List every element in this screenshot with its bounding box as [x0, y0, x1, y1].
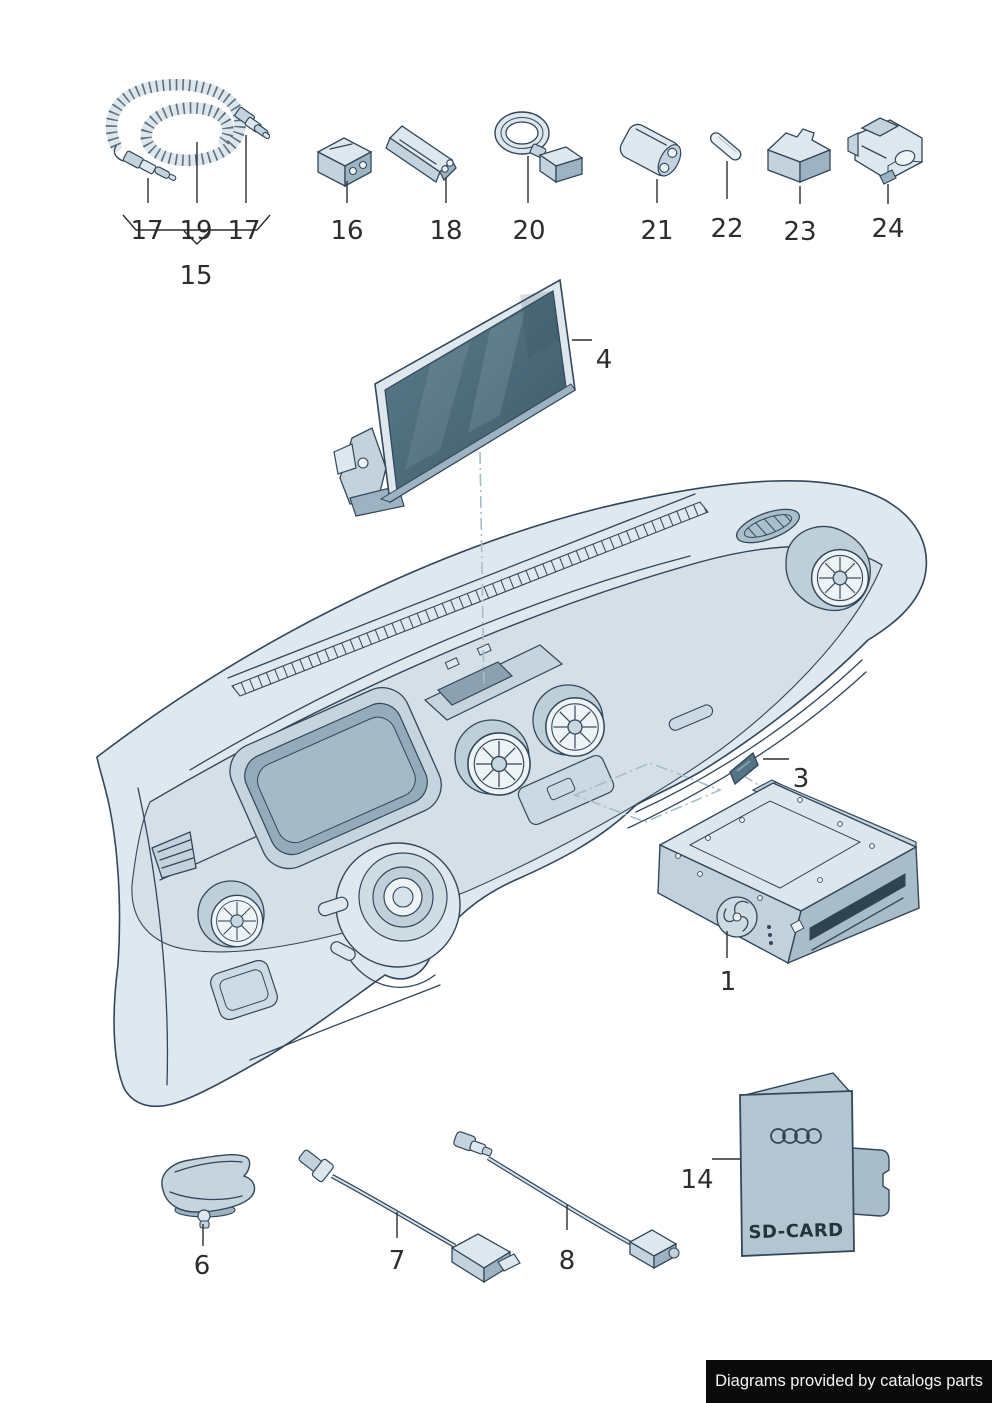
- callout-21: 21: [640, 216, 673, 246]
- callout-18: 18: [429, 216, 462, 246]
- cable-end-connector-right: [234, 106, 271, 140]
- leader-lines: [122, 135, 889, 1246]
- interface-module-18: [385, 125, 457, 183]
- cable-end-connector-left: [122, 150, 177, 181]
- provider-banner-text: Diagrams provided by catalogs parts: [715, 1372, 983, 1390]
- coiled-aerial-cable-15: [105, 78, 271, 181]
- cooling-fan: [716, 896, 758, 938]
- callout-20: 20: [512, 216, 545, 246]
- storage-pocket: [210, 959, 278, 1021]
- aerial-cable-7: [298, 1149, 521, 1284]
- sd-card-title: SD-CARD: [748, 1220, 844, 1243]
- callout-24: 24: [871, 214, 904, 244]
- callout-15: 15: [179, 261, 212, 291]
- audi-rings-icon: [770, 1128, 822, 1144]
- callout-16: 16: [330, 216, 363, 246]
- callout-8: 8: [559, 1246, 576, 1276]
- coupling-piece-16: [316, 137, 373, 188]
- pillar-vent: [151, 831, 197, 879]
- callout-19: 19: [179, 216, 212, 246]
- callout-22: 22: [710, 214, 743, 244]
- callout-17-left: 17: [130, 216, 163, 246]
- defroster-vent-strip: [227, 493, 709, 697]
- callout-14: 14: [680, 1165, 713, 1195]
- instrument-cluster: [229, 687, 442, 870]
- callout-7: 7: [389, 1246, 406, 1276]
- side-defroster-vent: [736, 508, 800, 544]
- callout-23: 23: [783, 217, 816, 247]
- callout-4: 4: [596, 345, 613, 375]
- aerial-cable-8: [453, 1131, 680, 1270]
- callout-labels: 17 19 17 15 16 18 20 21 22 23 24 4 3 1 1…: [130, 214, 904, 1281]
- left-air-vent: [197, 880, 265, 948]
- steering-column: [317, 842, 461, 968]
- sd-card-booklet-14: SD-CARD: [739, 1072, 890, 1257]
- callout-1: 1: [720, 967, 737, 997]
- roof-antenna-6: [161, 1153, 256, 1229]
- display-screen-4: [333, 278, 576, 517]
- sd-card-3: [729, 751, 759, 786]
- provider-banner: Diagrams provided by catalogs parts: [706, 1360, 992, 1403]
- callout-6: 6: [194, 1251, 211, 1281]
- ring-antenna-20: [494, 111, 584, 184]
- center-stack: [423, 643, 714, 826]
- connector-housing-24: [847, 117, 924, 185]
- cap-22: [709, 132, 742, 161]
- retainer-23: [766, 128, 832, 183]
- right-air-vent: [785, 525, 871, 612]
- callout-17-right: 17: [227, 216, 260, 246]
- display-stand: [333, 427, 405, 517]
- head-unit-1: [657, 779, 920, 965]
- antenna-filter-21: [619, 123, 682, 177]
- dashboard-illustration: [96, 479, 928, 1108]
- callout-3: 3: [793, 764, 810, 794]
